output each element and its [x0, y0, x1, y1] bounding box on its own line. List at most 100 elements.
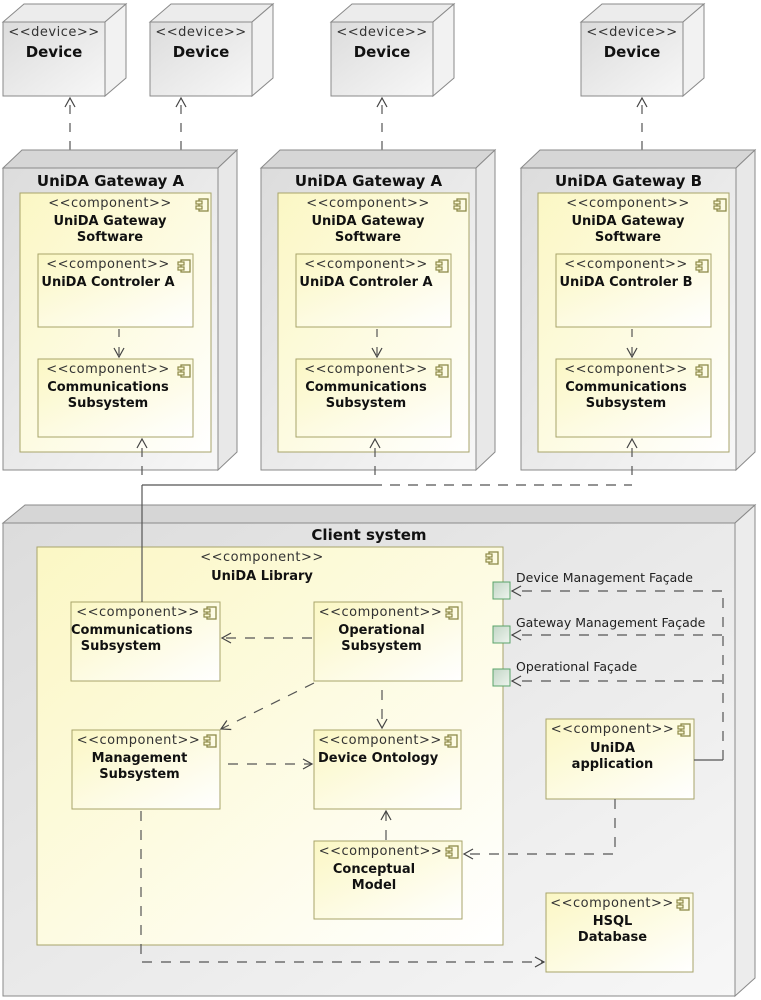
gateway-3-controller-name: UniDA Controler B: [559, 275, 693, 290]
component-icon: [445, 606, 459, 620]
gateway-3-controller-stereotype: <<component>>: [564, 257, 688, 272]
gateway-2-controller-name: UniDA Controler A: [299, 275, 433, 290]
gateway-1-comms-name-1: Communications: [47, 380, 169, 395]
gateway-3-software-name-2: Software: [594, 230, 662, 245]
gateway-3-comms-name-1: Communications: [565, 380, 687, 395]
application-stereotype: <<component>>: [550, 722, 675, 737]
component-icon: [677, 723, 691, 737]
component-icon: [435, 259, 449, 273]
gateway-2-comms-name-2: Subsystem: [325, 396, 407, 411]
library-name: UniDA Library: [211, 569, 313, 584]
device-ontology-component[interactable]: [313, 729, 462, 810]
management-stereotype: <<component>>: [76, 733, 201, 748]
component-icon: [177, 364, 191, 378]
operational-subsystem-component[interactable]: [313, 601, 463, 682]
component-icon: [695, 259, 709, 273]
component-icon: [713, 198, 727, 212]
application-facade-dependencies: [510, 585, 724, 761]
gateway-2-comms-stereotype: <<component>>: [304, 362, 428, 377]
gateway-3-comms-stereotype: <<component>>: [564, 362, 688, 377]
ontology-name: Device Ontology: [318, 751, 439, 766]
management-name-2: Subsystem: [99, 767, 180, 782]
database-name-1: HSQL: [592, 914, 633, 929]
gateway-node-1[interactable]: [1, 148, 239, 472]
gateway-2-name: UniDA Gateway A: [294, 172, 443, 190]
device-node-2[interactable]: [148, 2, 275, 98]
database-name-2: Database: [577, 930, 648, 945]
device-2-stereotype: <<device>>: [155, 25, 247, 40]
gateway-1-software-name-1: UniDA Gateway: [53, 214, 167, 229]
component-icon: [177, 259, 191, 273]
unida-application-component[interactable]: [545, 718, 695, 800]
client-comms-component[interactable]: [70, 601, 221, 682]
conceptual-model-component[interactable]: [313, 840, 463, 920]
gateway-3-comms-name-2: Subsystem: [585, 396, 667, 411]
management-name-1: Management: [91, 751, 188, 766]
gateway-3-software-stereotype: <<component>>: [566, 196, 690, 211]
component-icon: [485, 551, 499, 565]
component-icon: [203, 734, 217, 748]
port-gateway-management[interactable]: [492, 625, 511, 644]
library-stereotype: <<component>>: [200, 550, 324, 565]
gateway-1-comms-stereotype: <<component>>: [46, 362, 170, 377]
client-system-name: Client system: [311, 526, 427, 544]
conceptual-name-1: Conceptual: [332, 862, 416, 877]
gateway-node-2[interactable]: [259, 148, 497, 472]
device-management-facade-label: Device Management Façade: [516, 570, 693, 585]
device-node-4[interactable]: [579, 2, 706, 98]
component-icon: [203, 606, 217, 620]
ontology-stereotype: <<component>>: [318, 733, 442, 748]
hsql-database-component[interactable]: [545, 892, 694, 973]
gateway-management-facade-label: Gateway Management Façade: [516, 615, 706, 630]
component-icon: [695, 364, 709, 378]
management-subsystem-component[interactable]: [71, 729, 221, 810]
gateway-1-name: UniDA Gateway A: [36, 172, 185, 190]
client-comms-name-1: Communications: [71, 623, 193, 638]
component-icon: [676, 897, 690, 911]
component-icon: [195, 198, 209, 212]
port-operational[interactable]: [492, 668, 511, 687]
device-4-stereotype: <<device>>: [586, 25, 678, 40]
gateway-2-controller-stereotype: <<component>>: [304, 257, 428, 272]
component-icon: [453, 198, 467, 212]
conceptual-name-2: Model: [351, 878, 397, 893]
component-icon: [435, 364, 449, 378]
conceptual-stereotype: <<component>>: [318, 844, 443, 859]
gateway-2-software-name-1: UniDA Gateway: [311, 214, 425, 229]
gateway-client-connections: [136, 437, 638, 602]
device-node-1[interactable]: [1, 2, 128, 98]
application-name-1: UniDA: [589, 741, 636, 756]
gateway-1-controller-stereotype: <<component>>: [46, 257, 170, 272]
gateway-1-comms-name-2: Subsystem: [67, 396, 149, 411]
gateway-1-software-stereotype: <<component>>: [48, 196, 172, 211]
gateway-node-3[interactable]: [519, 148, 757, 472]
operational-facade-label: Operational Façade: [516, 659, 638, 674]
gateway-2-software-name-2: Software: [334, 230, 402, 245]
dependency-management-database: [140, 811, 546, 968]
device-node-3[interactable]: [329, 2, 456, 98]
dependency-application-conceptual: [462, 799, 616, 860]
client-comms-stereotype: <<component>>: [76, 605, 200, 620]
port-device-management[interactable]: [492, 581, 511, 600]
gateway-2-software-stereotype: <<component>>: [306, 196, 430, 211]
device-4-name: Device: [603, 43, 661, 61]
component-icon: [445, 845, 459, 859]
device-1-stereotype: <<device>>: [8, 25, 100, 40]
client-comms-name-2: Subsystem: [80, 639, 162, 654]
gateway-1-controller-name: UniDA Controler A: [41, 275, 175, 290]
application-name-2: application: [571, 757, 654, 772]
device-2-name: Device: [172, 43, 230, 61]
operational-stereotype: <<component>>: [318, 605, 443, 620]
device-3-name: Device: [353, 43, 411, 61]
gateway-3-software-name-1: UniDA Gateway: [571, 214, 685, 229]
device-3-stereotype: <<device>>: [336, 25, 428, 40]
gateway-internal-dependencies: [113, 329, 638, 359]
device-1-name: Device: [25, 43, 83, 61]
component-icon: [444, 734, 458, 748]
client-internal-dependencies: [140, 632, 616, 968]
operational-name-1: Operational: [338, 623, 425, 638]
database-stereotype: <<component>>: [550, 896, 674, 911]
gateway-1-software-name-2: Software: [76, 230, 144, 245]
device-dependency-lines: [64, 96, 648, 150]
